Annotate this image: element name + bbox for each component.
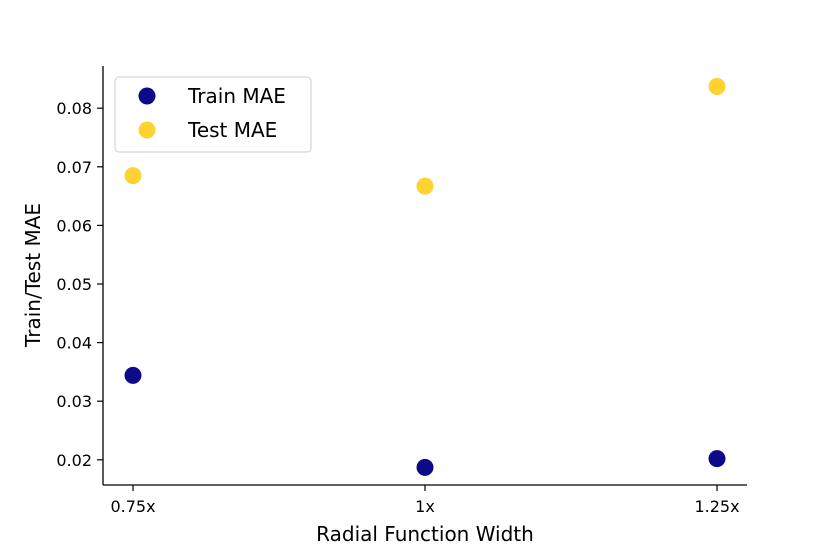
legend-marker-test	[138, 121, 156, 139]
data-points	[124, 78, 726, 476]
y-axis-title: Train/Test MAE	[21, 203, 45, 348]
train-mae-point	[124, 366, 142, 384]
x-tick-label: 1x	[415, 497, 435, 516]
legend-box	[114, 76, 312, 153]
y-tick-label: 0.07	[56, 158, 92, 177]
test-mae-point	[416, 177, 434, 195]
legend-marker-train	[138, 87, 156, 105]
y-tick-label: 0.06	[56, 216, 92, 235]
test-mae-point	[124, 167, 142, 185]
x-tick-label: 1.25x	[694, 497, 739, 516]
x-ticks: 0.75x 1x 1.25x	[110, 485, 740, 516]
y-tick-label: 0.02	[56, 451, 92, 470]
x-tick-label: 0.75x	[110, 497, 155, 516]
y-ticks: 0.02 0.03 0.04 0.05 0.06 0.07 0.08	[56, 99, 103, 470]
train-mae-point	[416, 458, 434, 476]
test-mae-point	[708, 78, 726, 96]
train-mae-point	[708, 450, 726, 468]
legend-label-test: Test MAE	[187, 118, 277, 142]
legend: Train MAE Test MAE	[114, 76, 312, 153]
x-axis-title: Radial Function Width	[316, 522, 534, 546]
y-tick-label: 0.04	[56, 334, 92, 353]
y-tick-label: 0.05	[56, 275, 92, 294]
legend-label-train: Train MAE	[187, 84, 286, 108]
y-tick-label: 0.08	[56, 99, 92, 118]
y-tick-label: 0.03	[56, 392, 92, 411]
